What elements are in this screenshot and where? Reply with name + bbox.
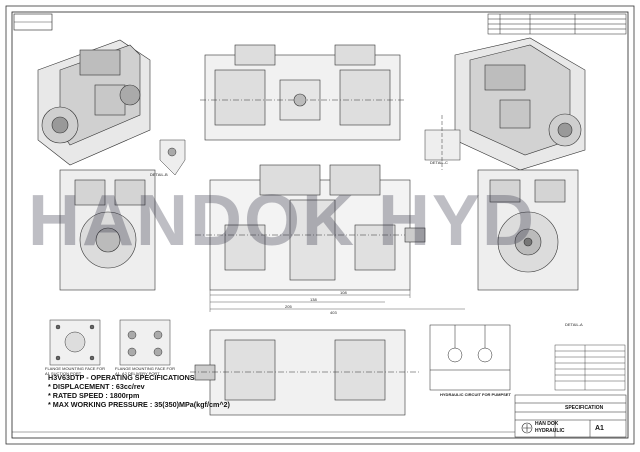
- dimension-lines: [209, 290, 465, 312]
- dim-138: 138: [310, 297, 317, 302]
- company-name: HAN DOK: [535, 421, 559, 427]
- main-elevation-view: [195, 164, 426, 291]
- detail-c-label: DETAIL-C: [430, 160, 448, 165]
- detail-b-label: DETAIL-B: [150, 172, 168, 177]
- dim-205: 205: [285, 304, 292, 309]
- sheet-size: A1: [595, 425, 604, 432]
- flange-delivery-label: FLANGE MOUNTING FACE FOR A1, A2 DELIVERY…: [115, 366, 176, 376]
- iso-view-front: [37, 39, 151, 166]
- detail-a-label: DETAIL-A: [565, 322, 583, 327]
- watermark-text: HANDOK HYD: [28, 181, 537, 261]
- spec-displacement: * DISPLACEMENT : 63cc/rev: [48, 382, 145, 391]
- right-end-view: [477, 169, 579, 291]
- bottom-view: [190, 329, 420, 416]
- revision-table: [487, 13, 627, 35]
- hydraulic-circuit: [429, 324, 511, 391]
- company-name-2: HYDRAULIC: [535, 428, 565, 434]
- top-view: [200, 44, 405, 141]
- company-logo: [521, 422, 533, 434]
- operating-specifications: H3V63DTP - OPERATING SPECIFICATIONS * DI…: [48, 373, 230, 409]
- spec-table: [554, 344, 626, 391]
- flange-face-suction: [49, 319, 101, 366]
- circuit-title: HYDRAULIC CIRCUIT FOR PUMPSET: [440, 392, 511, 397]
- outer-frame: [5, 5, 635, 445]
- iso-view-rear: [454, 37, 586, 171]
- drawing-title: SPECIFICATION: [565, 405, 604, 411]
- left-end-view: [59, 169, 156, 291]
- dim-403: 403: [330, 310, 337, 315]
- inner-frame: [11, 11, 629, 439]
- detail-b-view: [159, 139, 186, 176]
- flange-face-delivery: [119, 319, 171, 366]
- spec-pressure: * MAX WORKING PRESSURE : 35(350)MPa(kgf/…: [48, 400, 230, 409]
- spec-title: H3V63DTP - OPERATING SPECIFICATIONS: [48, 373, 195, 382]
- title-block: [514, 394, 627, 438]
- flange-suction-label: FLANGE MOUNTING FACE FOR A1 SUCTION PORT: [45, 366, 106, 376]
- detail-c-view: [424, 115, 461, 170]
- dim-108: 108: [340, 290, 347, 295]
- spec-speed: * RATED SPEED : 1800rpm: [48, 391, 140, 400]
